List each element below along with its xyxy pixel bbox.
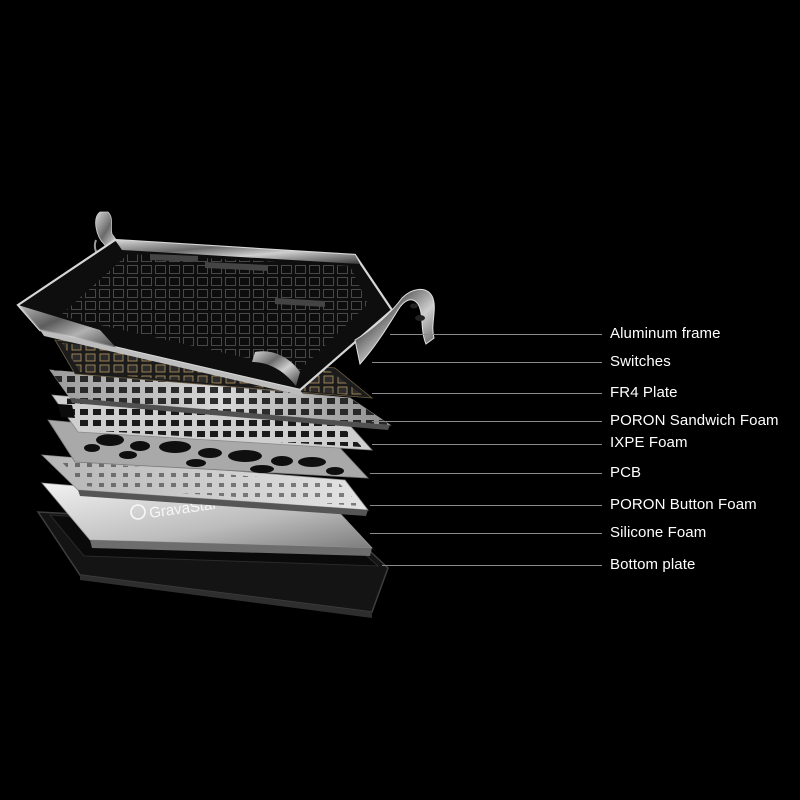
pcb-layer — [40, 454, 369, 516]
aluminum-frame-layer — [16, 211, 435, 396]
label-aluminum-frame: Aluminum frame — [610, 325, 721, 342]
label-switches: Switches — [610, 353, 671, 370]
label-fr4-plate: FR4 Plate — [610, 384, 678, 401]
leader-line-poron-sandwich-foam — [372, 421, 602, 422]
leader-line-fr4-plate — [372, 393, 602, 394]
leader-line-ixpe-foam — [372, 444, 602, 445]
leader-line-bottom-plate — [382, 565, 602, 566]
leader-line-pcb — [370, 473, 602, 474]
label-bottom-plate: Bottom plate — [610, 556, 696, 573]
label-poron-button-foam: PORON Button Foam — [610, 496, 757, 513]
leader-line-silicone-foam — [370, 533, 602, 534]
label-poron-sandwich-foam: PORON Sandwich Foam — [610, 412, 779, 429]
leader-line-poron-button-foam — [370, 505, 602, 506]
label-pcb: PCB — [610, 464, 642, 481]
label-silicone-foam: Silicone Foam — [610, 524, 707, 541]
leader-line-aluminum-frame — [390, 334, 602, 335]
leader-line-switches — [372, 362, 602, 363]
label-ixpe-foam: IXPE Foam — [610, 434, 688, 451]
